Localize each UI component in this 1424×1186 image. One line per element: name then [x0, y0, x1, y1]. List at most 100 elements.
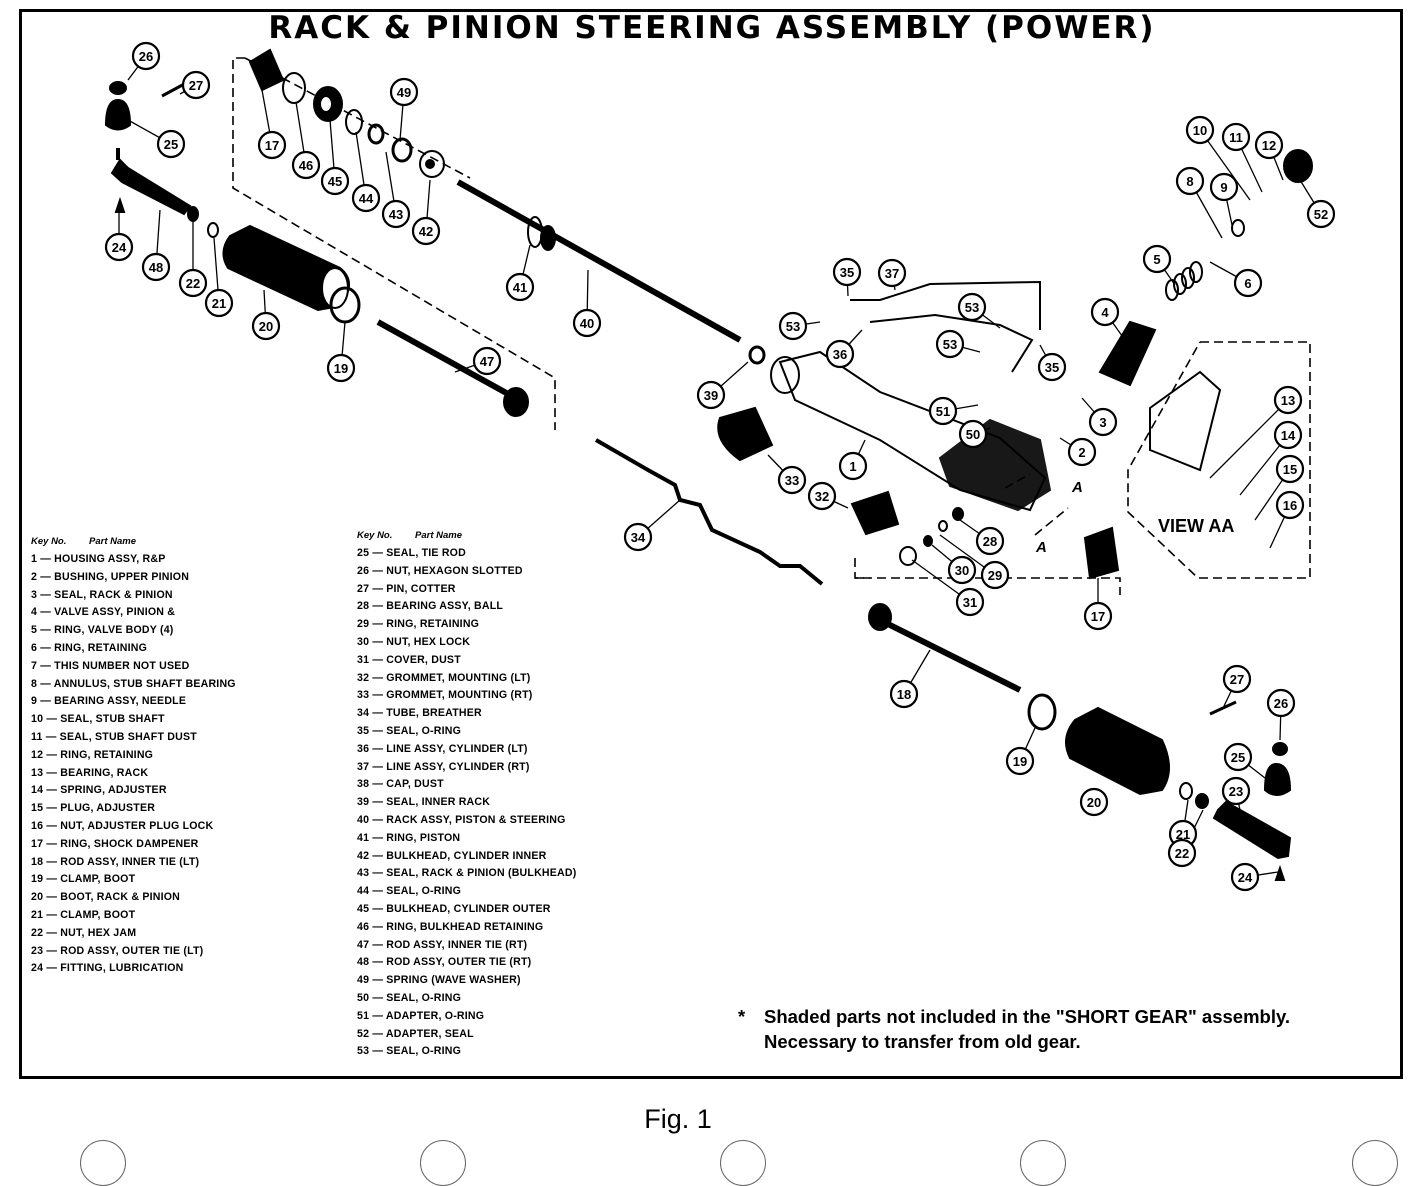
note-line-1: Shaded parts not included in the "SHORT …	[764, 1006, 1291, 1027]
legend-entry: 2 — BUSHING, UPPER PINION	[31, 570, 190, 583]
jam-nut-lower	[1195, 793, 1209, 809]
callout-27: 27	[181, 70, 211, 100]
callout-53: 53	[935, 329, 965, 359]
legend-entry: 33 — GROMMET, MOUNTING (RT)	[357, 689, 533, 702]
callout-number: 18	[897, 687, 911, 702]
legend-entry: 14 — SPRING, ADJUSTER	[31, 784, 167, 797]
callout-number: 25	[164, 137, 178, 152]
callout-number: 26	[139, 49, 153, 64]
callout-number: 22	[186, 276, 200, 291]
view-aa-label: VIEW AA	[1158, 516, 1234, 536]
legend-entry: 4 — VALVE ASSY, PINION &	[31, 606, 176, 619]
clamp-small-upper	[207, 222, 219, 238]
callout-circle	[472, 346, 502, 376]
callout-number: 5	[1153, 252, 1160, 267]
callout-19: 19	[326, 353, 356, 383]
callout-circle	[1273, 385, 1303, 415]
legend-entry: 20 — BOOT, RACK & PINION	[31, 891, 181, 904]
legend-entry: 24 — FITTING, LUBRICATION	[31, 962, 184, 975]
legend-entry: 49 — SPRING (WAVE WASHER)	[357, 974, 521, 987]
legend-entry: 19 — CLAMP, BOOT	[31, 873, 136, 886]
callout-number: 49	[397, 85, 411, 100]
callout-number: 39	[704, 388, 718, 403]
clamp-small-lower	[1179, 782, 1193, 800]
legend-entry: 11 — SEAL, STUB SHAFT DUST	[31, 730, 197, 743]
callout-35: 35	[832, 257, 862, 287]
legend-entry: 38 — CAP, DUST	[357, 778, 444, 791]
callout-24: 24	[104, 232, 134, 262]
legend-entry: 17 — RING, SHOCK DAMPENER	[31, 837, 199, 850]
callout-circle	[1230, 862, 1260, 892]
callout-circle	[251, 311, 281, 341]
legend-entry: 53 — SEAL, O-RING	[357, 1045, 462, 1058]
callout-22: 22	[178, 268, 208, 298]
callout-24: 24	[1230, 862, 1260, 892]
legend-entry: 5 — RING, VALVE BODY (4)	[31, 624, 174, 637]
legend-entry: 10 — SEAL, STUB SHAFT	[31, 713, 165, 726]
assembly-guide-lines	[232, 57, 1311, 595]
callout-number: 26	[1274, 696, 1288, 711]
legend-entry: 44 — SEAL, O-RING	[357, 885, 462, 898]
callout-17: 17	[257, 130, 287, 160]
callout-number: 27	[189, 78, 203, 93]
callout-47: 47	[472, 346, 502, 376]
callout-number: 12	[1262, 138, 1276, 153]
binder-hole	[1020, 1140, 1066, 1186]
callout-circle	[958, 419, 988, 449]
legend-entry: 36 — LINE ASSY, CYLINDER (LT)	[357, 742, 528, 755]
diagram-title: RACK & PINION STEERING ASSEMBLY (POWER)	[268, 10, 1156, 46]
callout-number: 22	[1175, 846, 1189, 861]
callout-number: 27	[1230, 672, 1244, 687]
callout-number: 52	[1314, 207, 1328, 222]
callout-number: 45	[328, 174, 342, 189]
callout-12: 12	[1254, 130, 1284, 160]
diagram-frame	[19, 9, 1403, 1079]
boot-upper	[222, 224, 350, 312]
callout-circle	[291, 150, 321, 180]
callout-3: 3	[1088, 407, 1118, 437]
callout-circle	[696, 380, 726, 410]
callout-number: 31	[963, 595, 977, 610]
callout-10: 10	[1185, 115, 1215, 145]
callout-circle	[1273, 420, 1303, 450]
callout-leader	[1209, 399, 1289, 479]
binder-hole	[420, 1140, 466, 1186]
callout-25: 25	[1223, 742, 1253, 772]
legend-entry: 3 — SEAL, RACK & PINION	[31, 588, 173, 601]
callout-9: 9	[1209, 172, 1239, 202]
callout-circle	[838, 451, 868, 481]
callout-45: 45	[320, 166, 350, 196]
boot-lower	[1065, 706, 1170, 796]
callout-20: 20	[1079, 787, 1109, 817]
callout-53: 53	[957, 292, 987, 322]
callout-circle	[257, 130, 287, 160]
callout-31: 31	[955, 587, 985, 617]
callout-number: 53	[786, 319, 800, 334]
callout-number: 35	[1045, 360, 1059, 375]
callout-circle	[1209, 172, 1239, 202]
callout-43: 43	[381, 199, 411, 229]
legend-entry: 32 — GROMMET, MOUNTING (LT)	[357, 671, 531, 684]
callout-number: 34	[631, 530, 646, 545]
callout-35: 35	[1037, 352, 1067, 382]
callout-circle	[825, 339, 855, 369]
legend-entry: 43 — SEAL, RACK & PINION (BULKHEAD)	[357, 867, 577, 880]
legend-entry: 50 — SEAL, O-RING	[357, 991, 462, 1004]
callout-number: 13	[1281, 393, 1295, 408]
part-name-header: Part Name	[89, 536, 136, 547]
callout-53: 53	[778, 311, 808, 341]
callout-circle	[947, 555, 977, 585]
callout-27: 27	[1222, 664, 1252, 694]
callout-number: 17	[265, 138, 279, 153]
legend-entry: 51 — ADAPTER, O-RING	[357, 1009, 485, 1022]
legend-entry: 21 — CLAMP, BOOT	[31, 908, 136, 921]
inner-tie-rod-rt	[376, 319, 529, 417]
callout-23: 23	[1221, 776, 1251, 806]
legend-entry: 28 — BEARING ASSY, BALL	[357, 600, 504, 613]
legend-entry: 1 — HOUSING ASSY, R&P	[31, 553, 166, 565]
callout-8: 8	[1175, 166, 1205, 196]
lube-fitting-upper	[114, 196, 126, 213]
callout-circle	[156, 129, 186, 159]
